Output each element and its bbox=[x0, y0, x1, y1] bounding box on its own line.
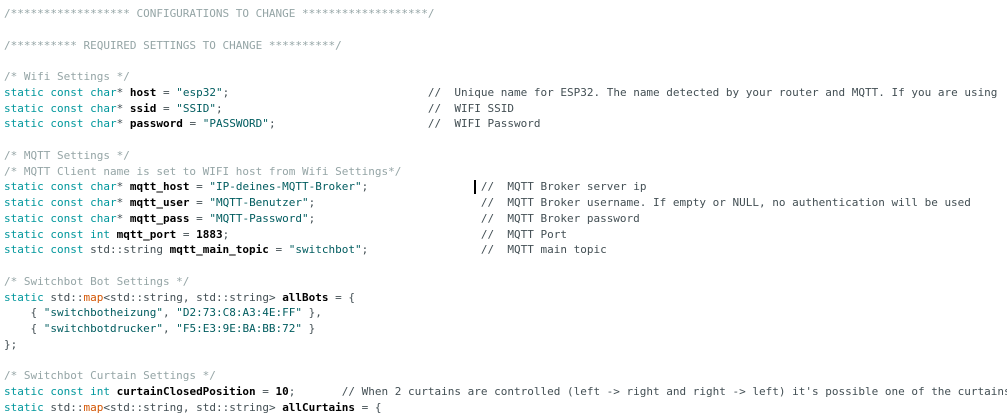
code-line[interactable]: static const int mqtt_port = 1883; // MQ… bbox=[4, 227, 567, 241]
code-line[interactable] bbox=[4, 53, 1007, 69]
code-line[interactable]: /* Switchbot Bot Settings */ bbox=[4, 274, 190, 288]
code-line[interactable]: static const char* mqtt_pass = "MQTT-Pas… bbox=[4, 211, 640, 225]
code-line[interactable]: /* MQTT Client name is set to WIFI host … bbox=[4, 164, 402, 178]
code-line[interactable]: /* Switchbot Curtain Settings */ bbox=[4, 369, 216, 383]
code-line[interactable]: static const char* password = "PASSWORD"… bbox=[4, 117, 541, 131]
code-line[interactable]: /****************** CONFIGURATIONS TO CH… bbox=[4, 7, 435, 20]
code-line[interactable]: { "switchbotdrucker", "F5:E3:9E:BA:BB:72… bbox=[4, 322, 316, 335]
code-line[interactable]: }; bbox=[4, 337, 18, 351]
code-line[interactable]: { "switchbotheizung", "D2:73:C8:A3:4E:FF… bbox=[4, 306, 322, 320]
code-line[interactable]: static std::map<std::string, std::string… bbox=[4, 400, 382, 413]
code-line[interactable] bbox=[4, 132, 1007, 148]
code-line[interactable]: static const char* mqtt_user = "MQTT-Ben… bbox=[4, 196, 971, 209]
code-line[interactable]: static const char* host = "esp32"; // Un… bbox=[4, 85, 998, 99]
code-line[interactable] bbox=[4, 258, 1007, 274]
code-line[interactable]: /* MQTT Settings */ bbox=[4, 148, 130, 162]
code-line[interactable]: static const int curtainClosedPosition =… bbox=[4, 385, 1007, 398]
code-line[interactable]: /* Wifi Settings */ bbox=[4, 70, 130, 83]
code-line[interactable]: static const char* ssid = "SSID"; // WIF… bbox=[4, 101, 514, 115]
code-line[interactable]: /********** REQUIRED SETTINGS TO CHANGE … bbox=[4, 38, 342, 52]
code-line[interactable]: static const std::string mqtt_main_topic… bbox=[4, 243, 607, 257]
code-line[interactable]: static std::map<std::string, std::string… bbox=[4, 290, 356, 304]
text-cursor bbox=[474, 180, 476, 195]
code-line[interactable]: static const char* mqtt_host = "IP-deine… bbox=[4, 180, 647, 194]
code-line[interactable] bbox=[4, 22, 1007, 38]
code-line[interactable] bbox=[4, 353, 1007, 369]
